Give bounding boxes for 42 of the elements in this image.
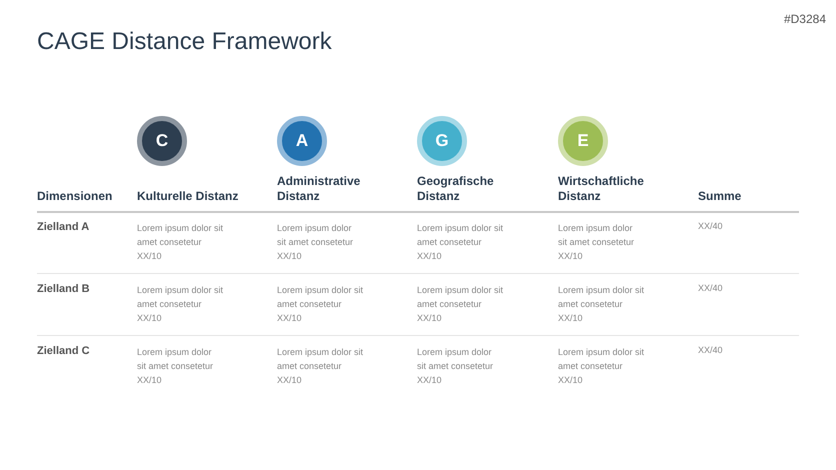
cell-score: XX/10	[417, 251, 442, 261]
cell-score: XX/10	[137, 313, 162, 323]
cell-score: XX/10	[417, 375, 442, 385]
letter-circle: C	[137, 116, 187, 166]
cell-score: XX/10	[137, 251, 162, 261]
slide-title: CAGE Distance Framework	[37, 28, 332, 56]
cell-score: XX/10	[417, 313, 442, 323]
cell-text: Lorem ipsum dolor sit amet consetetur	[417, 284, 504, 311]
total-score: XX/40	[698, 221, 723, 231]
total-score: XX/40	[698, 345, 723, 355]
cell-text: Lorem ipsum dolor sit amet consetetur	[558, 222, 636, 249]
cell-text: Lorem ipsum dolor sit amet consetetur	[417, 222, 504, 249]
letter-circle: G	[417, 116, 467, 166]
cell-text: Lorem ipsum dolor sit amet consetetur	[558, 284, 646, 311]
cell-text: Lorem ipsum dolor sit amet consetetur	[137, 284, 224, 311]
cell-score: XX/10	[137, 375, 162, 385]
cell-text: Lorem ipsum dolor sit amet consetetur	[137, 222, 224, 249]
row-header: Zielland B	[37, 283, 90, 295]
letter-circle: A	[277, 116, 327, 166]
cell-text: Lorem ipsum dolor sit amet consetetur	[558, 346, 646, 373]
cell-score: XX/10	[277, 313, 302, 323]
cell-score: XX/10	[277, 251, 302, 261]
column-header: Kulturelle Distanz	[137, 189, 240, 204]
cell-score: XX/10	[558, 313, 583, 323]
column-header: Dimensionen	[37, 189, 114, 204]
cell-text: Lorem ipsum dolor sit amet consetetur	[277, 222, 354, 249]
column-header: Geografische Distanz	[417, 174, 495, 204]
cell-text: Lorem ipsum dolor sit amet consetetur	[277, 284, 364, 311]
column-header: Administrative Distanz	[277, 174, 362, 204]
cell-text: Lorem ipsum dolor sit amet consetetur	[277, 346, 364, 373]
cell-text: Lorem ipsum dolor sit amet consetetur	[417, 346, 494, 373]
cell-score: XX/10	[558, 251, 583, 261]
letter-circle: E	[558, 116, 608, 166]
row-header: Zielland C	[37, 345, 90, 357]
column-header: Summe	[698, 189, 742, 204]
column-header: Wirtschaftliche Distanz	[558, 174, 645, 204]
total-score: XX/40	[698, 283, 723, 293]
cell-text: Lorem ipsum dolor sit amet consetetur	[137, 346, 214, 373]
row-header: Zielland A	[37, 221, 90, 233]
cell-score: XX/10	[558, 375, 583, 385]
cell-score: XX/10	[277, 375, 302, 385]
slide-code: #D3284	[784, 12, 826, 26]
